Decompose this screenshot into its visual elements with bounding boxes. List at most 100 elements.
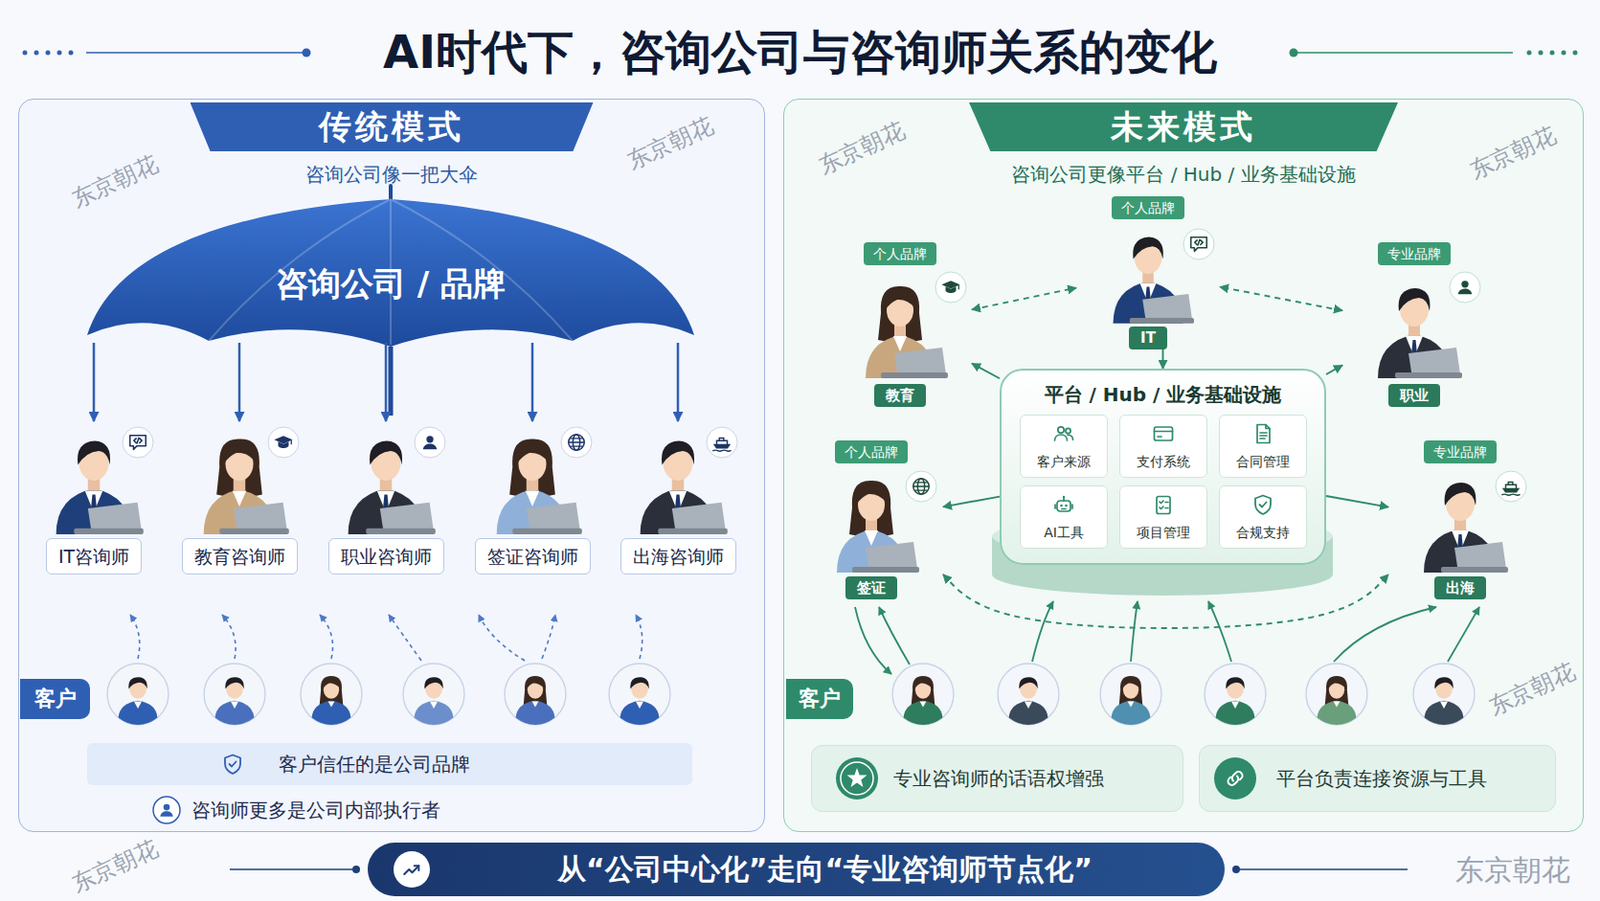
topic-icon: [1191, 237, 1208, 252]
banner-fill: [229, 868, 353, 871]
client-arrow: [1447, 607, 1480, 662]
note-band-fill: [811, 744, 1556, 812]
consultant-card: 职业咨询师: [316, 421, 455, 575]
connector-arrow: [384, 342, 388, 422]
connector-arrow: [1219, 287, 1343, 312]
note-band-fill: [1214, 757, 1257, 800]
title-decoration: [302, 48, 312, 58]
client-arrow: [1130, 601, 1138, 662]
watermark: 东京朝花: [1484, 656, 1580, 723]
title-decoration: [22, 50, 28, 56]
connector-arrow: [1326, 364, 1343, 375]
consultant-figure: [836, 480, 920, 573]
brand-tag: 专业品牌: [1423, 440, 1497, 464]
label-holder: 东京朝花: [67, 833, 163, 901]
consultant-figure: [836, 237, 1509, 573]
note-band-fill: [153, 796, 181, 824]
node-label: 支付系统: [1136, 452, 1191, 471]
client-avatar: [300, 663, 362, 725]
brand-tag: 个人品牌: [1111, 196, 1185, 220]
topic-icon: [268, 427, 299, 458]
panel-ground: [18, 98, 766, 833]
label-holder: 东京朝花: [67, 149, 163, 216]
watermark: 东京朝花: [67, 149, 163, 216]
node-label: 客户来源: [1036, 452, 1091, 471]
tile-fill: [1154, 427, 1173, 441]
consultant-node: 个人品牌IT: [1076, 196, 1220, 350]
mode-panel: 未来模式咨询公司更像平台 / Hub / 业务基础设施个人品牌IT个人品牌教育专…: [783, 98, 1584, 833]
tile-fill: [1119, 485, 1208, 549]
note-band-fill: [225, 755, 241, 775]
node-label: 客户: [34, 684, 77, 714]
topic-icon: [1458, 280, 1473, 294]
tile-fill: [1218, 414, 1308, 478]
title-decoration: [45, 50, 51, 56]
service-tile: 合同管理: [1218, 414, 1308, 478]
client-tag: 客户: [786, 678, 854, 720]
topic-icon: [1183, 228, 1215, 260]
title-decoration: [68, 50, 74, 56]
watermark: 东京朝花: [1464, 120, 1561, 187]
consultant-node: 个人品牌教育: [828, 242, 972, 407]
topic-icon: [905, 471, 937, 502]
client-arrow: [541, 614, 556, 659]
brand-tag: 个人品牌: [834, 440, 908, 464]
connector-arrow: [943, 496, 1000, 508]
node-label: 从“公司中心化”走向“专业咨询师节点化”: [557, 850, 1093, 889]
domain-tag: 签证: [845, 576, 898, 600]
node-label: 平台负责连接资源与工具: [1276, 765, 1488, 792]
node-label: 项目管理: [1136, 523, 1191, 541]
client-arrow: [130, 614, 140, 659]
client-arrow: [319, 614, 334, 659]
tile-fill: [1019, 414, 1108, 478]
client-arrow: [1208, 601, 1232, 662]
brand-tag: 专业品牌: [1377, 242, 1451, 266]
service-tile: 合规支持: [1218, 485, 1308, 549]
client-avatar: [107, 663, 671, 725]
consultant-card: 教育咨询师: [170, 421, 309, 575]
client-arrow: [878, 607, 910, 665]
topic-icon: [122, 427, 154, 458]
consultant-node: 专业品牌出海: [1388, 440, 1533, 600]
connector-arrow: [1326, 495, 1389, 508]
topic-icon: [1495, 471, 1527, 502]
client-avatar: [504, 663, 566, 725]
tile-fill: [1019, 414, 1308, 549]
panel-subtitle: 咨询公司更像平台 / Hub / 业务基础设施: [784, 160, 1583, 188]
node-label: AI工具: [1043, 523, 1084, 541]
tab-heading: 未来模式: [969, 102, 1398, 152]
label-holder: 东京朝花: [1464, 120, 1561, 187]
domain-tag: 教育: [874, 383, 926, 407]
note-band-fill: [811, 744, 1184, 812]
client-avatar: [997, 663, 1060, 725]
client-tag: 客户: [20, 678, 91, 720]
note-band-fill: [840, 762, 874, 795]
tile-fill: [1218, 485, 1308, 549]
topic-icon: [414, 427, 446, 458]
panel-ground: [18, 98, 1584, 833]
mode-panel: 传统模式咨询公司像一把大伞咨询公司 / 品牌IT咨询师教育咨询师职业咨询师签证咨…: [18, 98, 766, 833]
domain-tag: 出海: [1434, 576, 1487, 600]
node-label: 客户: [798, 684, 841, 714]
title-decoration: [1289, 48, 1299, 58]
note-band-fill: [835, 757, 879, 800]
consultant-node: 个人品牌签证: [799, 440, 944, 600]
banner-fill: [1239, 868, 1408, 871]
conclusion-banner: 从“公司中心化”走向“专业咨询师节点化”: [367, 842, 1225, 897]
title-holder: AI时代下，咨询公司与咨询师关系的变化: [0, 21, 1600, 83]
note-band: 客户信任的是公司品牌: [87, 743, 693, 786]
label-holder: 东京朝花: [622, 111, 719, 178]
note-text: 咨询师更多是公司内部执行者: [191, 797, 441, 823]
banner-fill: [1232, 865, 1240, 874]
umbrella-figure: [87, 199, 695, 347]
title-decoration: [1297, 51, 1513, 54]
node-label: 签证咨询师: [474, 538, 591, 575]
topic-icon: [913, 478, 930, 496]
label-holder: 东京朝花: [813, 115, 910, 182]
umbrella-figure: [388, 346, 394, 416]
client-avatar: [1413, 663, 1475, 725]
node-label: 客户信任的是公司品牌: [278, 750, 471, 778]
label-holder: 东京朝花: [1484, 656, 1580, 723]
client-arrow: [388, 614, 422, 661]
